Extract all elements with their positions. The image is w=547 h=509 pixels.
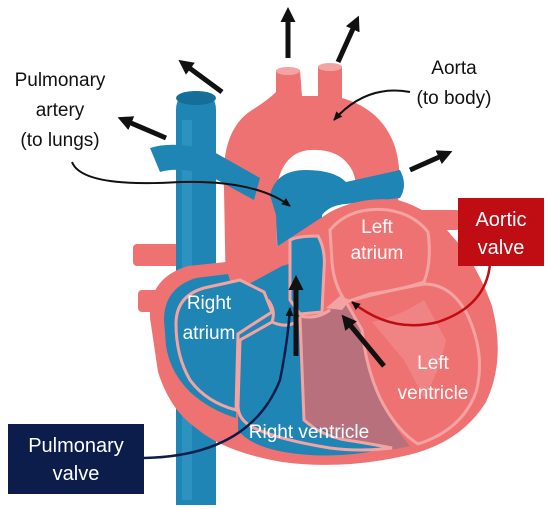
pulmonary-artery-leader <box>71 161 291 207</box>
svg-text:Aortic: Aortic <box>475 209 526 231</box>
svg-text:atrium: atrium <box>183 323 236 344</box>
svg-text:Pulmonary: Pulmonary <box>15 70 106 91</box>
svg-text:Left: Left <box>361 217 393 238</box>
svg-text:Aorta: Aorta <box>431 58 477 79</box>
aortic-valve-leader <box>351 263 492 327</box>
flow-arrow-up-right <box>335 15 360 64</box>
right-ventricle <box>236 234 393 452</box>
svg-text:(to body): (to body) <box>417 88 492 109</box>
svg-text:(to lungs): (to lungs) <box>20 130 99 151</box>
flow-arrow-to-body <box>408 150 453 173</box>
right-atrium <box>174 278 274 412</box>
svg-text:ventricle: ventricle <box>398 383 469 404</box>
heart-septum <box>266 299 331 323</box>
leader-lines <box>71 89 492 460</box>
label-pulmonary-artery: Pulmonary artery (to lungs) <box>15 70 106 151</box>
pulmonary-valve-box <box>8 424 144 494</box>
label-right-ventricle: Right ventricle <box>249 422 369 443</box>
svg-text:Pulmonary: Pulmonary <box>28 435 124 457</box>
pulmonary-valve-callout: Pulmonary valve <box>8 424 144 494</box>
label-left-atrium: Left atrium <box>351 217 404 264</box>
aortic-valve-box <box>458 198 544 266</box>
flow-arrows <box>117 7 453 368</box>
svg-text:valve: valve <box>53 463 100 485</box>
flow-arrow-aortic-valve <box>341 314 386 368</box>
svg-text:valve: valve <box>478 237 525 259</box>
svg-text:atrium: atrium <box>351 243 404 264</box>
svg-text:Left: Left <box>417 353 449 374</box>
aortic-valve-callout: Aortic valve <box>458 198 544 266</box>
label-aorta: Aorta (to body) <box>417 58 492 109</box>
flow-arrow-to-lungs-lower <box>117 116 167 141</box>
aorta-leader <box>333 89 411 121</box>
svg-text:artery: artery <box>36 100 85 121</box>
aorta <box>223 63 400 300</box>
label-right-atrium: Right atrium <box>183 293 236 344</box>
svg-text:Right: Right <box>187 293 232 314</box>
flow-arrow-to-lungs-upper <box>178 59 224 95</box>
label-left-ventricle: Left ventricle <box>398 353 469 404</box>
pulmonary-valve-leader <box>143 307 294 460</box>
